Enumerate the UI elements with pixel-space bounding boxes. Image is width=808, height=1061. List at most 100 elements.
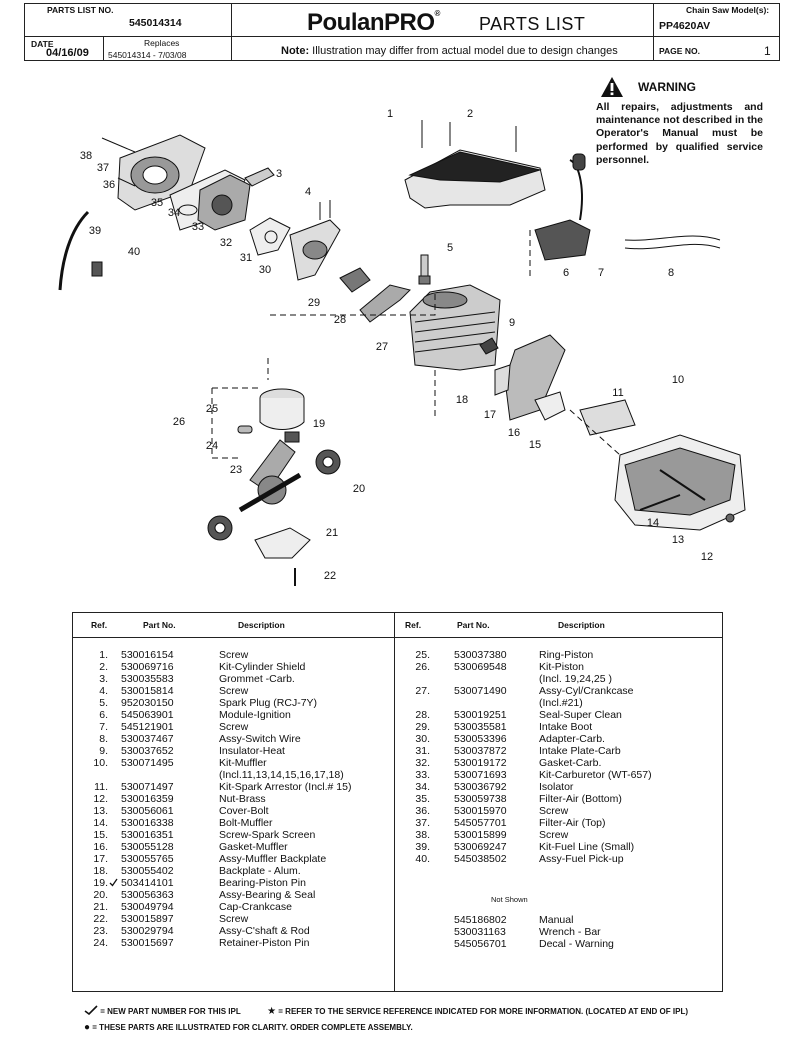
callout-5: 5 — [446, 242, 454, 254]
footer-new-part-note: = NEW PART NUMBER FOR THIS IPL — [100, 1007, 241, 1016]
description-cell: Intake Boot — [539, 721, 593, 733]
callout-37: 37 — [96, 162, 110, 174]
callout-1: 1 — [386, 108, 394, 120]
part-number-cell: 530056363 — [121, 889, 174, 901]
ref-cell: 37. — [415, 817, 430, 829]
brand-suffix: PRO — [384, 9, 435, 36]
description-cell: Screw — [219, 913, 249, 925]
header-desc-right: Description — [558, 620, 605, 630]
parts-list-no-label: PARTS LIST NO. — [47, 5, 114, 15]
description-cell: Kit-Piston — [539, 661, 584, 673]
description-cell: Assy-Switch Wire — [219, 733, 301, 745]
description-cell: Insulator-Heat — [219, 745, 285, 757]
note-label: Note: — [281, 45, 310, 57]
header-ref-left: Ref. — [91, 620, 108, 630]
page-number: 1 — [764, 44, 771, 58]
ref-cell: 31. — [415, 745, 430, 757]
ref-cell: 21. — [93, 901, 108, 913]
footer-illustrated-note: = THESE PARTS ARE ILLUSTRATED FOR CLARIT… — [92, 1023, 413, 1032]
ref-cell: 25. — [415, 649, 430, 661]
note: Note: Illustration may differ from actua… — [281, 45, 618, 57]
callout-13: 13 — [671, 534, 685, 546]
parts-list-no-cell: PARTS LIST NO. 545014314 — [24, 3, 232, 37]
part-number-cell: 545121901 — [121, 721, 174, 733]
part-number-cell: 530016154 — [121, 649, 174, 661]
ref-cell: 6. — [99, 709, 108, 721]
page-title: PARTS LIST — [479, 14, 586, 34]
description-cell: Cover-Bolt — [219, 805, 269, 817]
description-cell: Screw — [539, 829, 569, 841]
part-number-cell: 545056701 — [454, 938, 507, 950]
callout-7: 7 — [597, 267, 605, 279]
callout-24: 24 — [205, 440, 219, 452]
ref-cell: 17. — [93, 853, 108, 865]
description-cell: Assy-Muffler Backplate — [219, 853, 327, 865]
ref-cell: 9. — [99, 745, 108, 757]
part-number-cell: 530055402 — [121, 865, 174, 877]
description-cell: Decal - Warning — [539, 938, 614, 950]
exploded-diagram: 1 2 3 4 5 6 7 8 9 10 11 12 13 14 15 16 1… — [40, 80, 780, 600]
model-label: Chain Saw Model(s): — [686, 5, 770, 15]
part-number-cell: 545063901 — [121, 709, 174, 721]
callout-20: 20 — [352, 483, 366, 495]
callout-6: 6 — [562, 267, 570, 279]
part-number-cell: 545057701 — [454, 817, 507, 829]
description-cell: Intake Plate-Carb — [539, 745, 621, 757]
part-number-cell: 530019251 — [454, 709, 507, 721]
description-cell: Nut-Brass — [219, 793, 266, 805]
callout-10: 10 — [671, 374, 685, 386]
warning-title: WARNING — [600, 76, 763, 98]
part-number-cell: 952030150 — [121, 697, 174, 709]
note-text: Illustration may differ from actual mode… — [312, 45, 618, 57]
date-value: 04/16/09 — [46, 47, 89, 59]
model-value: PP4620AV — [659, 20, 711, 32]
description-cell: Screw-Spark Screen — [219, 829, 316, 841]
part-number-cell: 530056061 — [121, 805, 174, 817]
table-row: (Incl.11,13,14,15,16,17,18) — [73, 769, 722, 781]
table-divider — [394, 613, 395, 991]
header: PARTS LIST NO. 545014314 DATE 04/16/09 R… — [24, 3, 780, 61]
callout-27: 27 — [375, 341, 389, 353]
warning-icon — [601, 77, 623, 97]
description-cell: Spark Plug (RCJ-7Y) — [219, 697, 318, 709]
diagram-drawing — [58, 120, 746, 586]
callout-36: 36 — [102, 179, 116, 191]
brand-logo: PoulanPRO® — [307, 9, 440, 37]
description-cell: Kit-Cylinder Shield — [219, 661, 306, 673]
part-number-cell: 530071490 — [454, 685, 507, 697]
header-ref-right: Ref. — [405, 620, 422, 630]
callout-2: 2 — [466, 108, 474, 120]
ref-cell: 29. — [415, 721, 430, 733]
part-number-cell: 530037380 — [454, 649, 507, 661]
part-number-cell: 530015899 — [454, 829, 507, 841]
callout-16: 16 — [507, 427, 521, 439]
description-cell: Assy-C'shaft & Rod — [219, 925, 310, 937]
callout-34: 34 — [167, 207, 181, 219]
date-label: DATE — [31, 39, 54, 49]
description-cell: Screw — [219, 721, 249, 733]
callout-29: 29 — [307, 297, 321, 309]
part-number-cell: 530016338 — [121, 817, 174, 829]
callout-3: 3 — [275, 168, 283, 180]
part-number-cell: 530055128 — [121, 841, 174, 853]
not-shown-row: 545056701 Decal - Warning — [73, 938, 722, 950]
replaces-cell: Replaces 545014314 - 7/03/08 — [103, 36, 232, 61]
gaskets-drawing — [249, 200, 341, 281]
fuel-line-drawing — [58, 210, 103, 291]
table-row: (Incl. 19,24,25 ) — [73, 673, 722, 685]
warning-text: All repairs, adjustments and maintenance… — [596, 101, 763, 166]
